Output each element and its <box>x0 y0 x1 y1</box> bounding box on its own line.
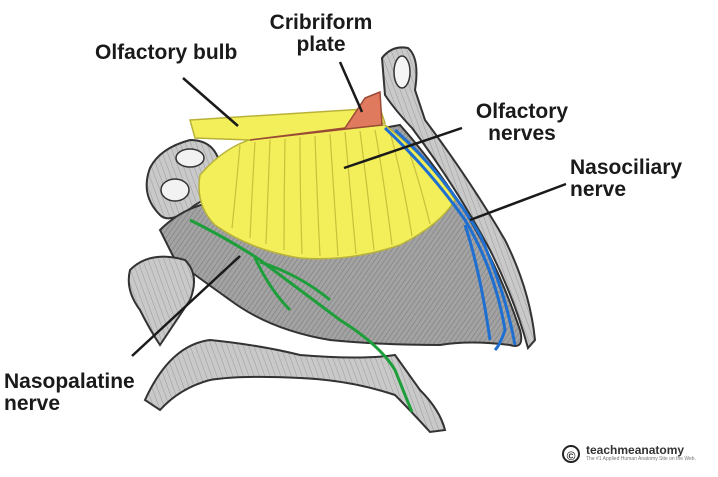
hard-palate <box>143 338 447 434</box>
label-nasociliary-nerve: Nasociliary nerve <box>570 157 682 201</box>
nasal-bone <box>380 46 537 351</box>
label-nasociliary-line1: Nasociliary <box>570 156 683 179</box>
cribriform-plate <box>249 90 383 141</box>
label-nasociliary-line2: nerve <box>570 178 627 201</box>
nasopalatine-nerve <box>189 218 414 413</box>
sphenoid-sinus-upper <box>175 148 205 168</box>
sphenoid-sinus-lower <box>160 178 190 202</box>
leader-cribriform-plate <box>338 61 364 113</box>
leader-nasociliary-nerve <box>469 182 567 222</box>
leader-lines <box>131 61 567 357</box>
label-cribriform-line2: plate <box>296 33 346 56</box>
nasociliary-nerve <box>383 126 517 352</box>
label-olfactory-nerves-line1: Olfactory <box>475 100 569 123</box>
watermark-logo: © teachmeanatomy The #1 Applied Human An… <box>562 444 696 463</box>
watermark-text: teachmeanatomy The #1 Applied Human Anat… <box>586 444 696 463</box>
frontal-sinus <box>393 55 411 89</box>
label-nasopalatine-line1: Nasopalatine <box>4 370 135 393</box>
label-olfactory-nerves-line2: nerves <box>488 122 556 145</box>
copyright-icon: © <box>562 444 580 463</box>
leader-olfactory-bulb <box>182 77 239 127</box>
label-nasopalatine-line2: nerve <box>4 392 61 415</box>
label-nasopalatine-nerve: Nasopalatine nerve <box>4 371 135 415</box>
label-olfactory-bulb: Olfactory bulb <box>95 41 238 64</box>
leader-nasopalatine-nerve <box>131 255 241 357</box>
watermark-tagline: The #1 Applied Human Anatomy Site on the… <box>586 456 696 462</box>
olfactory-nerve-fibers <box>231 129 431 257</box>
label-cribriform-line1: Cribriform <box>269 11 373 34</box>
watermark-name: teachmeanatomy <box>586 443 685 457</box>
leader-olfactory-nerves <box>343 126 463 170</box>
posterior-structure <box>127 255 195 347</box>
label-cribriform-plate: Cribriform plate <box>263 12 379 56</box>
label-olfactory-nerves: Olfactory nerves <box>463 101 581 145</box>
